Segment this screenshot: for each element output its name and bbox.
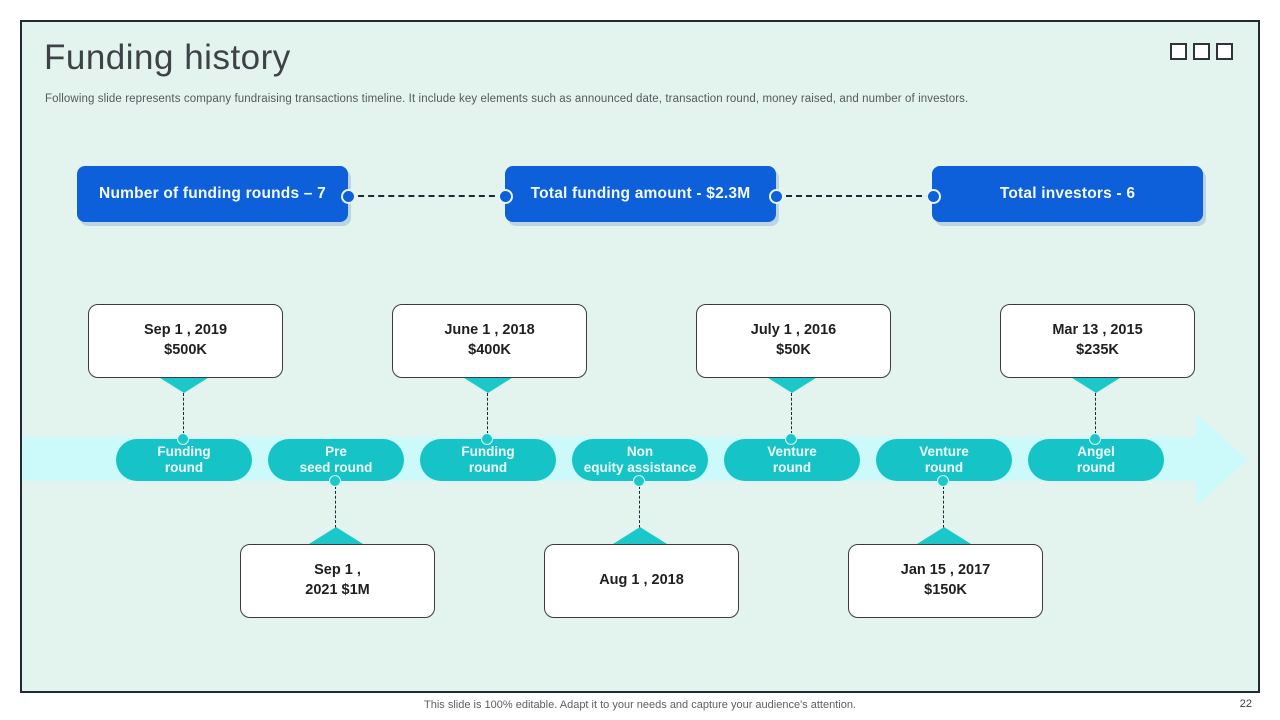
event-connector-line (791, 393, 792, 434)
connector-dot (498, 189, 513, 204)
stat-label: Number of funding rounds – 7 (99, 185, 326, 202)
event-connector-dot (177, 433, 189, 445)
decor-square-2 (1193, 43, 1210, 60)
timeline-pill-venture-round-2: Venture round (876, 439, 1012, 481)
event-card: July 1 , 2016 $50K (696, 304, 891, 378)
pointer-triangle-down (765, 376, 819, 393)
pointer-triangle-up (613, 527, 667, 544)
event-connector-line (1095, 393, 1096, 434)
pill-label-line2: seed round (299, 460, 373, 475)
event-connector-line (183, 393, 184, 434)
event-connector-line (487, 393, 488, 434)
event-amount: $150K (924, 582, 967, 598)
timeline-pill-angel-round: Angel round (1028, 439, 1164, 481)
event-date: Jan 15 , 2017 (900, 562, 991, 579)
event-date: Sep 1 , (314, 562, 361, 579)
timeline-pill-funding-round-1: Funding round (116, 439, 252, 481)
footer-note: This slide is 100% editable. Adapt it to… (424, 699, 856, 711)
event-connector-line (335, 486, 336, 528)
event-amount: $50K (776, 342, 811, 358)
timeline-pill-pre-seed: Pre seed round (268, 439, 404, 481)
stat-connector-line (776, 195, 932, 197)
event-card: Mar 13 , 2015 $235K (1000, 304, 1195, 378)
event-connector-dot (329, 475, 341, 487)
event-date: June 1 , 2018 (444, 322, 535, 339)
pill-label-line2: round (924, 460, 964, 475)
event-card: Sep 1 , 2021 $1M (240, 544, 435, 618)
stat-label: Total funding amount - $2.3M (530, 185, 751, 202)
pill-label-line2: round (772, 460, 812, 475)
event-date: July 1 , 2016 (750, 322, 837, 339)
connector-dot (769, 189, 784, 204)
stat-banner-total-investors: Total investors - 6 (932, 166, 1203, 222)
pill-label-line1: Angel (1077, 443, 1115, 459)
connector-dot (341, 189, 356, 204)
page-subtitle: Following slide represents company fundr… (45, 93, 969, 105)
stat-label: Total investors - 6 (999, 185, 1136, 202)
event-card: Jan 15 , 2017 $150K (848, 544, 1043, 618)
pill-label-line1: Funding (157, 443, 211, 459)
pointer-triangle-down (1069, 376, 1123, 393)
event-date: Aug 1 , 2018 (599, 572, 684, 589)
stat-banner-total-funding: Total funding amount - $2.3M (505, 166, 776, 222)
pill-label-line1: Funding (461, 443, 515, 459)
stat-connector-line (348, 195, 505, 197)
pill-label-line1: Venture (767, 443, 817, 459)
pointer-triangle-down (157, 376, 211, 393)
pointer-triangle-up (917, 527, 971, 544)
stat-banner-funding-rounds: Number of funding rounds – 7 (77, 166, 348, 222)
pill-label-line1: Venture (919, 443, 969, 459)
pointer-triangle-down (461, 376, 515, 393)
event-connector-line (943, 486, 944, 528)
pill-label-line1: Pre (325, 443, 347, 459)
page-number: 22 (1239, 698, 1252, 710)
event-card: June 1 , 2018 $400K (392, 304, 587, 378)
event-connector-dot (937, 475, 949, 487)
event-connector-line (639, 486, 640, 528)
event-date: Mar 13 , 2015 (1052, 322, 1143, 339)
event-card: Sep 1 , 2019 $500K (88, 304, 283, 378)
timeline-pill-venture-round-1: Venture round (724, 439, 860, 481)
event-connector-dot (785, 433, 797, 445)
timeline-pill-funding-round-2: Funding round (420, 439, 556, 481)
pointer-triangle-up (309, 527, 363, 544)
pill-label-line2: equity assistance (583, 460, 697, 475)
event-connector-dot (633, 475, 645, 487)
pill-label-line1: Non (626, 443, 654, 459)
pill-label-line2: round (1076, 460, 1116, 475)
decor-square-1 (1170, 43, 1187, 60)
timeline-arrow-head (1196, 414, 1248, 506)
event-card: Aug 1 , 2018 (544, 544, 739, 618)
event-amount: $400K (468, 342, 511, 358)
event-connector-dot (481, 433, 493, 445)
event-amount: $500K (164, 342, 207, 358)
decor-square-3 (1216, 43, 1233, 60)
page-title: Funding history (44, 38, 291, 77)
timeline-pill-non-equity: Non equity assistance (572, 439, 708, 481)
connector-dot (926, 189, 941, 204)
event-amount: $235K (1076, 342, 1119, 358)
event-connector-dot (1089, 433, 1101, 445)
event-date: Sep 1 , 2019 (143, 322, 228, 339)
pill-label-line2: round (164, 460, 204, 475)
event-amount: 2021 $1M (305, 582, 370, 598)
pill-label-line2: round (468, 460, 508, 475)
